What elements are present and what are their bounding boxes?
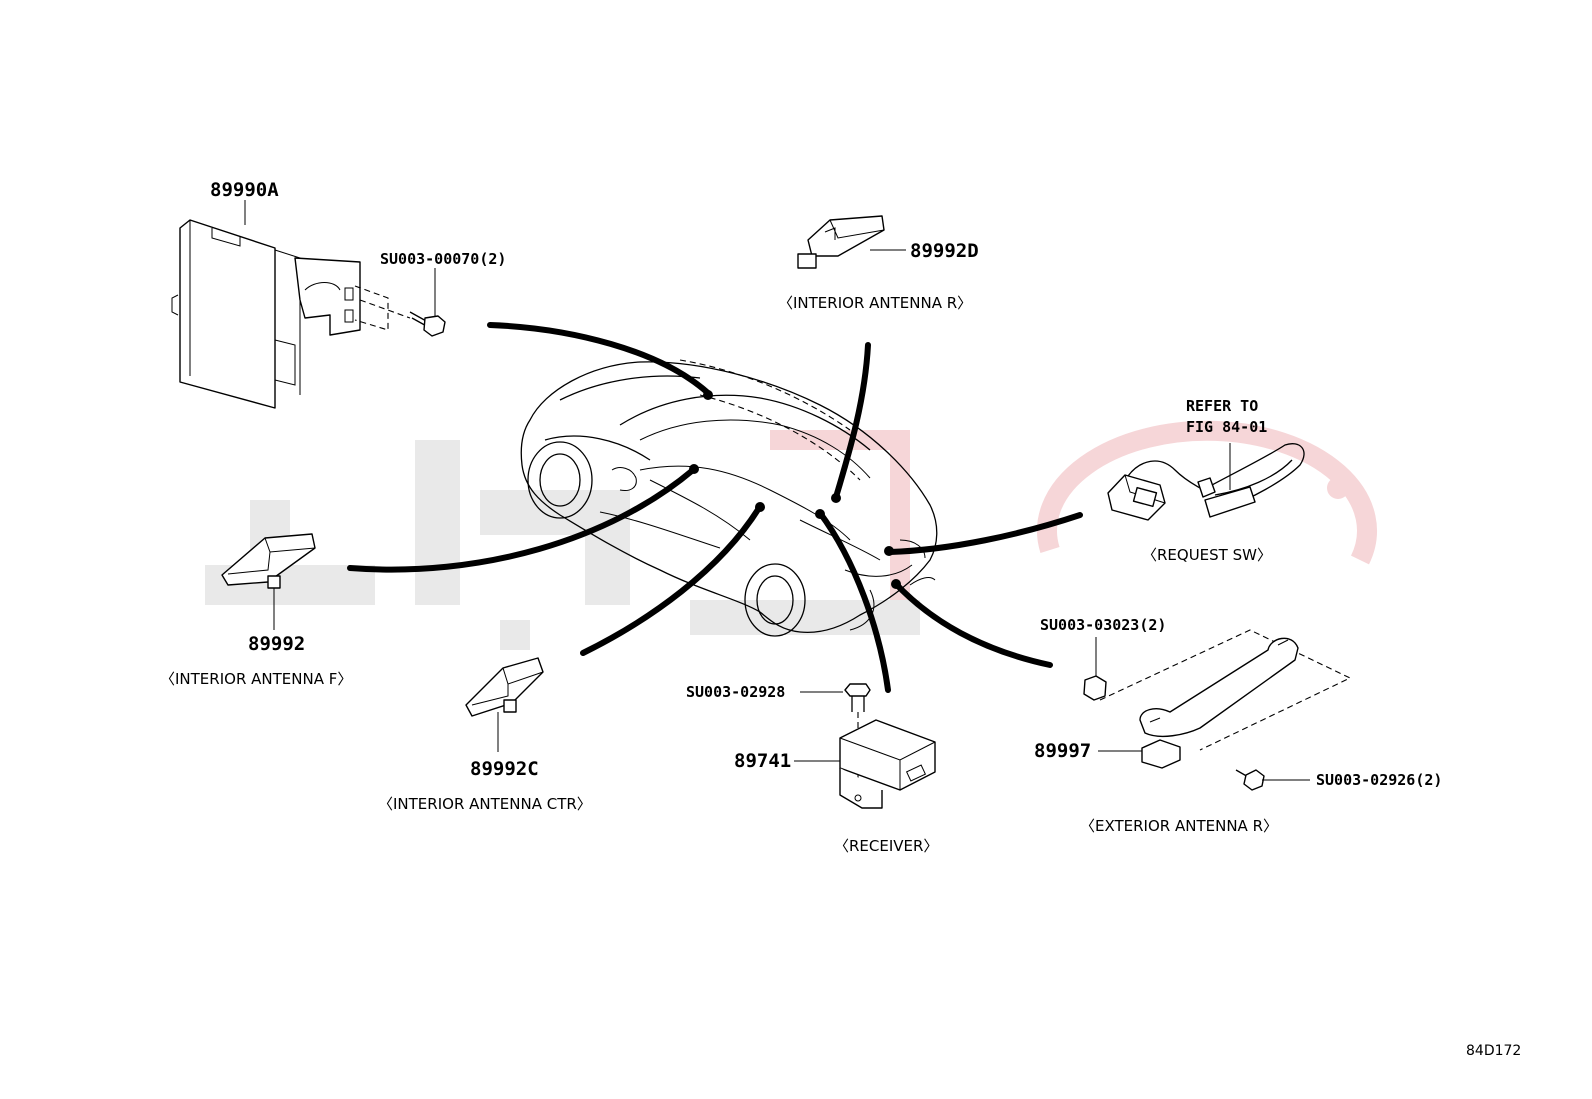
receiver-caption: 〈RECEIVER〉 <box>834 837 938 855</box>
receiver-part <box>839 683 936 809</box>
ecu-bolt-code: SU003-00070(2) <box>380 250 506 268</box>
interior-antenna-ctr-caption: 〈INTERIOR ANTENNA CTR〉 <box>378 795 592 813</box>
exterior-screw-code: SU003-02926(2) <box>1316 771 1442 789</box>
figure-id: 84D172 <box>1466 1043 1521 1059</box>
request-switch-refer-line1: REFER TO <box>1186 397 1258 415</box>
receiver-part-number: 89741 <box>734 750 791 772</box>
receiver-bolt-code: SU003-02928 <box>686 683 785 701</box>
exterior-antenna-r-caption: 〈EXTERIOR ANTENNA R〉 <box>1080 817 1278 835</box>
watermark <box>205 420 1377 650</box>
interior-antenna-f-caption: 〈INTERIOR ANTENNA F〉 <box>160 670 352 688</box>
interior-antenna-r-part-number: 89992D <box>910 240 979 262</box>
exterior-antenna-r-part <box>1083 629 1352 791</box>
ecu-bolt-icon <box>354 285 446 337</box>
exterior-nut-code: SU003-03023(2) <box>1040 616 1166 634</box>
interior-antenna-r-part <box>797 215 885 269</box>
exterior-antenna-r-part-number: 89997 <box>1034 740 1091 762</box>
request-switch-refer-line2: FIG 84-01 <box>1186 418 1267 436</box>
interior-antenna-ctr-part <box>465 657 544 717</box>
request-switch-caption: 〈REQUEST SW〉 <box>1142 546 1272 564</box>
interior-antenna-f-part-number: 89992 <box>248 633 305 655</box>
ecu-part <box>171 219 361 409</box>
request-switch-part <box>1107 443 1305 521</box>
interior-antenna-r-caption: 〈INTERIOR ANTENNA R〉 <box>778 294 972 312</box>
interior-antenna-ctr-part-number: 89992C <box>470 758 539 780</box>
callout-leaders <box>347 322 1083 693</box>
ecu-part-number: 89990A <box>210 179 279 201</box>
